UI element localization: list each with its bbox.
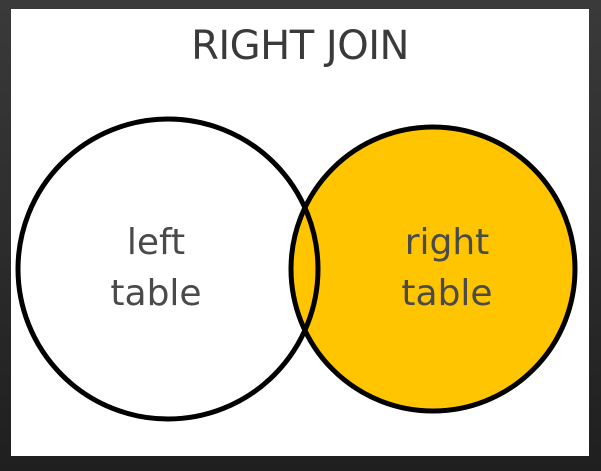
- right-table-label-line2: table: [401, 273, 492, 314]
- left-table-outline: [15, 116, 321, 422]
- left-table-label-line1: left: [127, 222, 185, 263]
- right-table-outline: [288, 124, 578, 414]
- right-table-circle: [291, 127, 575, 411]
- left-table-label-line2: table: [110, 273, 201, 314]
- diagram-panel: RIGHT JOIN left table right table: [11, 9, 589, 456]
- diagram-title: RIGHT JOIN: [191, 23, 409, 69]
- right-table-label-line1: right: [405, 222, 490, 263]
- venn-diagram: RIGHT JOIN left table right table: [15, 23, 578, 422]
- left-table-circle: [18, 119, 318, 419]
